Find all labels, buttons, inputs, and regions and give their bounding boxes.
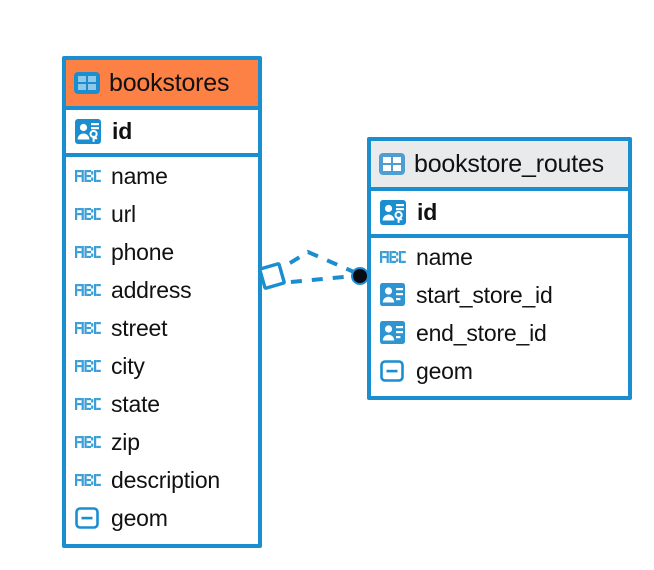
relationship-line-lower [269, 274, 355, 286]
field-label: description [111, 466, 221, 493]
foreign-key-icon [380, 320, 407, 346]
text-abc-icon [75, 168, 102, 184]
primary-key-icon [75, 118, 103, 146]
field-row-street[interactable]: street [66, 309, 258, 347]
entity-header-bookstore-routes[interactable]: bookstore_routes [371, 141, 628, 191]
field-row-phone[interactable]: phone [66, 233, 258, 271]
text-abc-icon [75, 358, 102, 374]
primary-key-icon [380, 199, 408, 227]
field-label: geom [416, 357, 473, 384]
field-label: street [111, 314, 168, 341]
diamond-marker [258, 262, 286, 290]
field-row-name[interactable]: name [66, 157, 258, 195]
field-row-geom[interactable]: geom [66, 499, 258, 537]
field-label: id [417, 199, 438, 225]
relationship-connector [258, 249, 369, 290]
entity-bookstore-routes[interactable]: bookstore_routes id [367, 137, 632, 400]
field-label: name [416, 243, 473, 270]
field-label: geom [111, 504, 168, 531]
field-label: id [112, 118, 133, 144]
field-label: start_store_id [416, 281, 553, 308]
field-row-geom[interactable]: geom [371, 352, 628, 390]
field-label: end_store_id [416, 319, 547, 346]
text-abc-icon [75, 244, 102, 260]
entity-header-bookstores[interactable]: bookstores [66, 60, 258, 110]
field-row-url[interactable]: url [66, 195, 258, 233]
text-abc-icon [75, 320, 102, 336]
field-label: city [111, 352, 145, 379]
field-row-primary-key[interactable]: id [66, 110, 258, 157]
field-label: name [111, 162, 168, 189]
text-abc-icon [75, 396, 102, 412]
field-row-primary-key[interactable]: id [371, 191, 628, 238]
field-row-start-store-id[interactable]: start_store_id [371, 276, 628, 314]
text-abc-icon [75, 472, 102, 488]
field-row-end-store-id[interactable]: end_store_id [371, 314, 628, 352]
geometry-icon [75, 506, 102, 530]
field-label: phone [111, 238, 174, 265]
text-abc-icon [75, 434, 102, 450]
geometry-icon [380, 359, 407, 383]
table-icon [74, 71, 100, 95]
field-label: state [111, 390, 160, 417]
field-row-address[interactable]: address [66, 271, 258, 309]
table-icon [379, 152, 405, 176]
field-row-name[interactable]: name [371, 238, 628, 276]
field-row-state[interactable]: state [66, 385, 258, 423]
relationship-line-upper [270, 249, 355, 276]
field-row-description[interactable]: description [66, 461, 258, 499]
field-label: address [111, 276, 192, 303]
entity-title: bookstores [109, 68, 230, 97]
field-row-zip[interactable]: zip [66, 423, 258, 461]
field-label: url [111, 200, 136, 227]
field-row-city[interactable]: city [66, 347, 258, 385]
field-label: zip [111, 428, 140, 455]
foreign-key-icon [380, 282, 407, 308]
text-abc-icon [75, 282, 102, 298]
text-abc-icon [75, 206, 102, 222]
entity-bookstores[interactable]: bookstores id [62, 56, 262, 548]
text-abc-icon [380, 249, 407, 265]
entity-title: bookstore_routes [414, 149, 604, 178]
